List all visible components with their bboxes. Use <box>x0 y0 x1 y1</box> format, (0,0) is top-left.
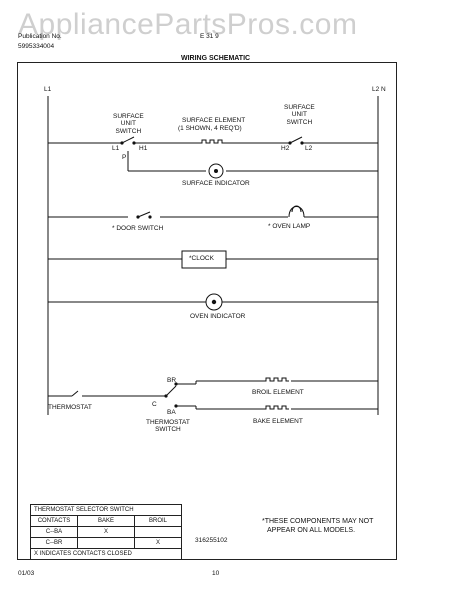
l1-label: L1 <box>44 86 52 93</box>
oven-indicator-label: OVEN INDICATOR <box>190 313 246 320</box>
terminal-ba: BA <box>167 409 176 416</box>
table-cell: C--BR <box>30 537 78 549</box>
table-header-row: CONTACTS BAKE BROIL <box>30 515 182 527</box>
thermostat-label: THERMOSTAT <box>48 404 92 411</box>
publication-number: 5995334004 <box>18 43 55 50</box>
thermostat-selector-table: THERMOSTAT SELECTOR SWITCH CONTACTS BAKE… <box>30 504 182 560</box>
terminal-c: C <box>152 401 157 408</box>
terminal-l1: L1 <box>112 145 120 152</box>
clock-row <box>48 250 378 269</box>
model-label: E 31 9 <box>200 33 219 40</box>
surface-element-coil <box>198 139 226 144</box>
door-switch-label: * DOOR SWITCH <box>112 225 164 232</box>
footer-date: 01/03 <box>18 570 35 577</box>
table-footnote: X INDICATES CONTACTS CLOSED <box>30 548 182 560</box>
watermark-text: AppliancePartsPros.com <box>18 8 358 41</box>
components-note-line2: APPEAR ON ALL MODELS. <box>267 527 356 534</box>
thermostat-row <box>48 377 378 410</box>
publication-label: Publication No. <box>18 33 62 40</box>
table-title: THERMOSTAT SELECTOR SWITCH <box>30 504 182 516</box>
table-header: BAKE <box>77 515 135 527</box>
table-cell <box>77 537 135 549</box>
table-row: C--BR X <box>30 537 182 549</box>
part-number: 316255102 <box>195 537 228 544</box>
table-cell: C--BA <box>30 526 78 538</box>
thermostat-switch-label: THERMOSTAT SWITCH <box>146 419 190 434</box>
components-note-line1: *THESE COMPONENTS MAY NOT <box>262 518 374 525</box>
broil-element-coil <box>262 377 289 382</box>
table-row: C--BA X <box>30 526 182 538</box>
terminal-br: BR <box>167 377 177 384</box>
door-lamp-row <box>48 205 378 218</box>
broil-element-label: BROIL ELEMENT <box>252 389 304 396</box>
table-cell: X <box>77 526 135 538</box>
footer-page-number: 10 <box>212 570 220 577</box>
surface-unit-switch-left-label: SURFACE UNIT SWITCH <box>113 113 144 135</box>
table-header: BROIL <box>134 515 182 527</box>
terminal-p: P <box>122 154 127 161</box>
oven-indicator-row <box>48 293 378 311</box>
oven-lamp-label: * OVEN LAMP <box>268 223 311 230</box>
table-cell: X <box>134 537 182 549</box>
clock-label: *CLOCK <box>189 255 214 262</box>
schematic-frame <box>17 62 397 560</box>
surface-unit-switch-right-label: SURFACE UNIT SWITCH <box>284 104 315 126</box>
table-header: CONTACTS <box>30 515 78 527</box>
page-title: WIRING SCHEMATIC <box>181 55 251 62</box>
terminal-h1: H1 <box>139 145 148 152</box>
terminal-h2: H2 <box>281 145 290 152</box>
surface-element-sublabel: (1 SHOWN, 4 REQ'D) <box>178 125 242 132</box>
bake-element-label: BAKE ELEMENT <box>253 418 303 425</box>
surface-indicator-label: SURFACE INDICATOR <box>182 180 250 187</box>
surface-element-label: SURFACE ELEMENT <box>182 117 246 124</box>
surface-row <box>48 136 378 179</box>
terminal-l2: L2 <box>305 145 313 152</box>
table-cell <box>134 526 182 538</box>
l2n-label: L2 N <box>372 86 386 93</box>
bake-element-coil <box>262 405 289 410</box>
